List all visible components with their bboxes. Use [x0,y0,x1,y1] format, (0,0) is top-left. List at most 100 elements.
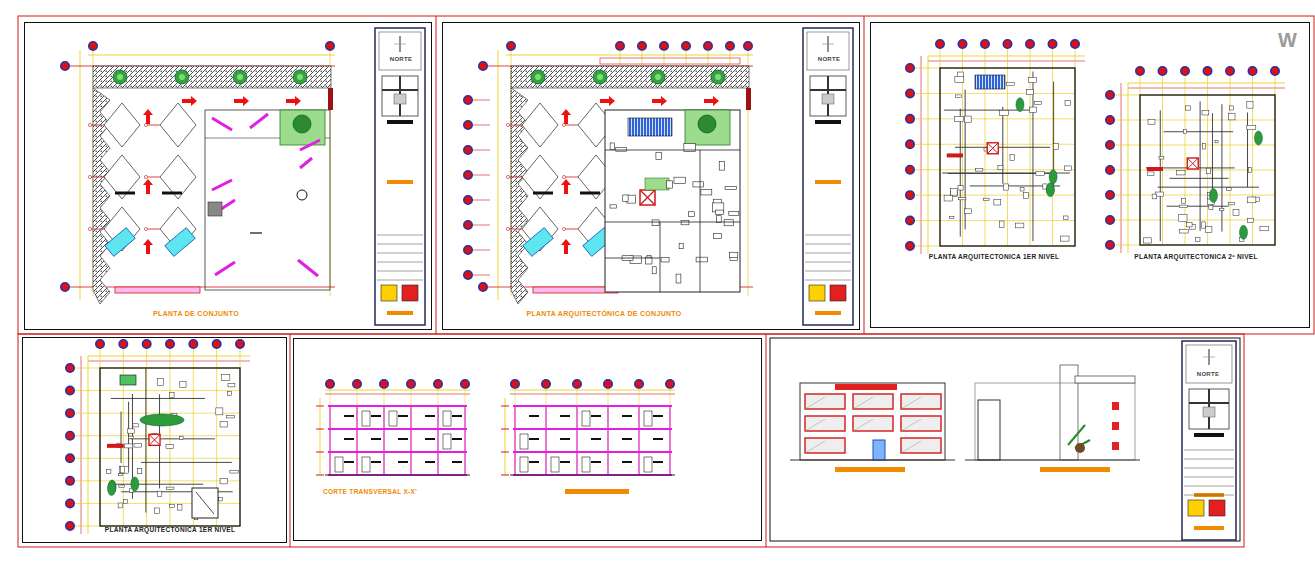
text-bar [452,415,462,417]
axis-bubble [906,191,914,199]
tree [651,70,665,84]
wall [1200,101,1201,231]
furniture [623,195,628,201]
axis-bubble [744,42,752,50]
furniture [667,181,673,188]
wall [1169,178,1228,179]
furniture [1247,197,1256,203]
furniture [157,379,163,386]
furniture [221,375,230,381]
marker-dot [506,227,509,230]
ground-line [965,459,1140,460]
facade [1075,376,1135,383]
title-table [377,280,423,281]
watermark: W [1278,30,1297,50]
furniture [999,221,1004,227]
red-wall [1147,167,1163,171]
axis-bubble [434,380,442,388]
tree [293,70,307,84]
furniture [1036,172,1045,176]
axis-bubble [958,40,966,48]
axis-line [1207,75,1208,245]
fixture [297,190,307,200]
column [514,406,515,475]
window-reflection [805,397,825,409]
axis-bubble [906,89,914,97]
axis-bubble [212,340,220,348]
axis-line [70,287,335,288]
axis-bubble [1106,91,1114,99]
text-bar [622,415,632,417]
marker-line [90,177,104,178]
furniture [656,152,662,159]
parking-stall [160,103,196,147]
wall [605,222,740,223]
column [356,406,357,475]
level-mark [316,452,324,453]
furniture [688,212,694,217]
furniture [1229,202,1235,205]
door [644,411,652,426]
marker-line [564,177,578,178]
door [582,457,590,472]
text-bar [115,192,135,195]
axis-bubble [464,171,472,179]
window [1112,422,1119,430]
marker-dot [88,227,91,230]
title-bar [387,180,413,184]
axis-bubble [573,380,581,388]
parking-stall [104,103,140,147]
slab [513,405,672,407]
marker-line [146,229,160,230]
text-bar [371,415,381,417]
axis-bubble [1158,67,1166,75]
furniture [1247,219,1253,223]
magenta-element [212,118,232,130]
furniture [1063,216,1068,219]
marker-line [146,125,160,126]
door [520,434,528,449]
furniture [166,445,173,449]
axis-bubble [542,380,550,388]
level-mark [316,475,324,476]
axis-bubble [616,42,624,50]
building-outline [205,110,330,290]
axis-bubble [353,380,361,388]
furniture [1195,237,1200,241]
stair-core [1187,158,1198,169]
axis-line [411,388,412,475]
axis-line [74,390,240,391]
axis-bubble [507,42,515,50]
flow-arrow [182,96,197,106]
furniture [1202,111,1209,115]
text-bar [529,415,539,417]
flow-arrow [561,179,571,194]
furniture [1143,238,1151,243]
text-bar [591,415,601,417]
window [805,416,845,431]
axis-bubble [1106,141,1114,149]
equipment [192,488,218,518]
dimension-chain [600,58,740,64]
dimension-line [88,361,250,362]
flow-arrow [561,109,571,124]
magenta-element [300,158,312,168]
dimension-line [325,394,470,395]
axis-line [914,93,1075,94]
building-outline [605,110,740,292]
marker-dot [506,123,509,126]
axis-bubble [726,42,734,50]
furniture [120,466,124,473]
furniture [1004,184,1009,190]
axis-bubble [189,340,197,348]
furniture [1024,193,1029,199]
furniture [1247,125,1256,129]
facade [975,383,1135,460]
axis-bubble [89,42,97,50]
plan-outline [1140,95,1275,245]
furniture [965,209,972,214]
furniture [1202,222,1205,228]
furniture [984,198,989,200]
furniture [956,95,962,97]
wall [141,462,232,463]
